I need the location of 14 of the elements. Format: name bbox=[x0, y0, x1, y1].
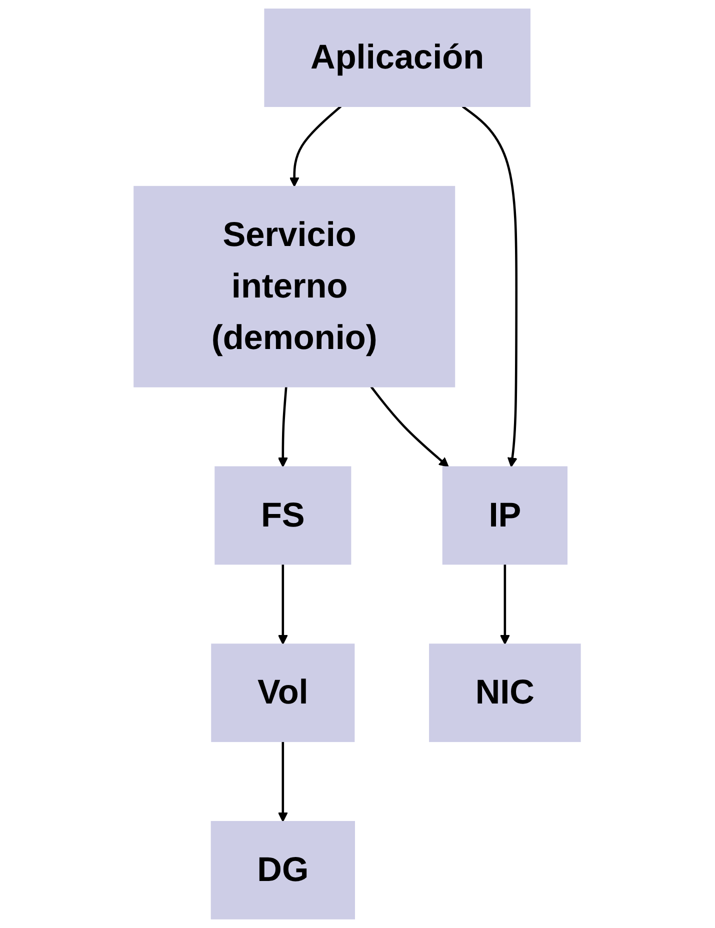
arrow bbox=[500, 564, 510, 645]
node-box: IP bbox=[442, 466, 568, 565]
node-box: DG bbox=[211, 821, 356, 920]
arrow bbox=[278, 564, 288, 645]
node-box: FS bbox=[214, 466, 352, 565]
node-box: Vol bbox=[211, 644, 355, 742]
node-box: Servicio interno (demonio) bbox=[134, 186, 456, 388]
arrow bbox=[278, 386, 288, 468]
node-box: Aplicación bbox=[264, 8, 531, 107]
arrow bbox=[370, 386, 450, 468]
arrow bbox=[290, 106, 342, 187]
arrow bbox=[278, 741, 288, 822]
node-box: NIC bbox=[429, 644, 582, 742]
arrow bbox=[462, 106, 518, 468]
